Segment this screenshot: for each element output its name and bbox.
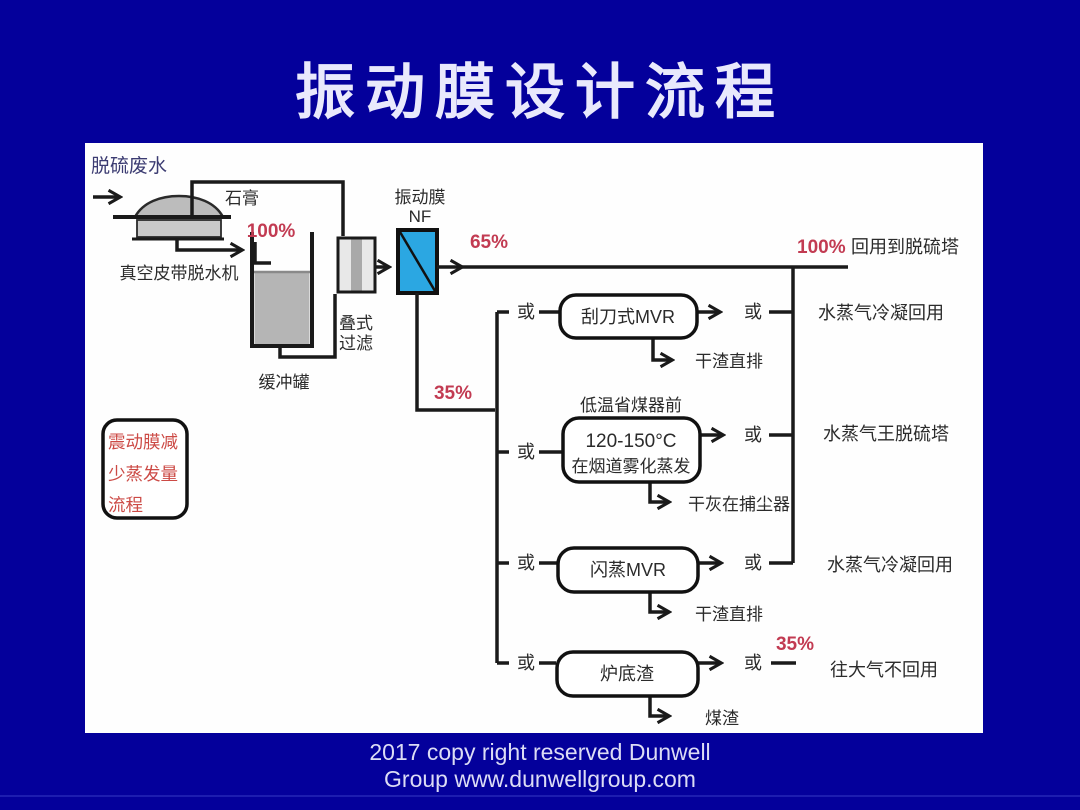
- box1-label: 刮刀式MVR: [581, 307, 675, 327]
- or-left-3: 或: [517, 553, 535, 573]
- box1-solids-arrow: [651, 338, 671, 360]
- bottom-accent-line: [0, 795, 1080, 797]
- box2-pre-label: 低温省煤器前: [580, 396, 682, 415]
- box2-label-2: 在烟道雾化蒸发: [572, 457, 691, 476]
- or-right-4: 或: [744, 653, 762, 673]
- stack-filter-icon: [336, 236, 377, 294]
- process-flow-diagram: 脱硫废水 石膏 100% 真空皮带脱水机 缓冲罐 叠式 过滤 振动膜 NF 65…: [91, 155, 959, 728]
- filter-label-2: 过滤: [339, 334, 373, 353]
- note-line-3: 流程: [108, 495, 143, 515]
- flow-lines: [93, 180, 848, 716]
- tank-inlet-pipe: [253, 242, 271, 265]
- feed-label: 脱硫废水: [91, 155, 167, 177]
- box3-label: 闪蒸MVR: [590, 560, 666, 580]
- box2-solids-label: 干灰在捕尘器: [688, 495, 790, 514]
- pct-35: 35%: [434, 383, 472, 404]
- nf-concentrate-line: [415, 293, 495, 412]
- or-right-1: 或: [744, 302, 762, 322]
- gypsum-line: [190, 180, 345, 236]
- option-boxes: [101, 293, 702, 698]
- copyright-footer: 2017 copy right reserved Dunwell Group w…: [0, 739, 1080, 793]
- pct-65: 65%: [470, 232, 508, 253]
- pct-100-machine: 100%: [247, 221, 296, 242]
- pct-35-atmosphere: 35%: [776, 634, 814, 655]
- branch-ticks: [497, 310, 509, 665]
- or-left-4: 或: [517, 653, 535, 673]
- or-right-3: 或: [744, 553, 762, 573]
- box-flash-mvr: [556, 546, 700, 594]
- or-left-1: 或: [517, 302, 535, 322]
- vapor-label-3: 水蒸气冷凝回用: [827, 555, 953, 575]
- box2-label-1: 120-150°C: [585, 431, 676, 452]
- diagram-canvas: 脱硫废水 石膏 100% 真空皮带脱水机 缓冲罐 叠式 过滤 振动膜 NF 65…: [85, 143, 983, 733]
- or-right-2: 或: [744, 425, 762, 445]
- nf-membrane-icon: [396, 228, 439, 295]
- box4-solids-label: 煤渣: [705, 709, 739, 728]
- box-flue-evaporation: [561, 416, 702, 484]
- vapor-label-2: 水蒸气王脱硫塔: [823, 424, 949, 444]
- pct-100-topright: 100%: [797, 237, 846, 258]
- note-line-2: 少蒸发量: [108, 464, 178, 484]
- nf-label-1: 振动膜: [395, 188, 446, 207]
- box3-solids-arrow: [648, 592, 668, 612]
- box3-solids-label: 干渣直排: [695, 605, 763, 624]
- tank-to-filter-line: [278, 294, 337, 359]
- note-box: [101, 418, 189, 520]
- or-left-2: 或: [517, 442, 535, 462]
- box1-solids-label: 干渣直排: [695, 352, 763, 371]
- copyright-line-1: 2017 copy right reserved Dunwell: [369, 739, 711, 765]
- slide-title: 振动膜设计流程: [295, 60, 785, 126]
- reuse-to-fgd-label: 回用到脱硫塔: [851, 237, 959, 257]
- gypsum-label: 石膏: [225, 188, 259, 208]
- machine-label: 真空皮带脱水机: [120, 264, 239, 283]
- filter-label-1: 叠式: [339, 314, 373, 333]
- buffer-tank-icon: [250, 232, 314, 348]
- copyright-line-2: Group www.dunwellgroup.com: [384, 766, 696, 792]
- box-scraper-mvr: [558, 293, 699, 340]
- machine-to-tank-arrow: [175, 239, 241, 250]
- or-to-box-dashes: [539, 310, 562, 665]
- buffer-tank-label: 缓冲罐: [259, 373, 310, 392]
- nf-label-2: NF: [409, 207, 432, 226]
- vapor-label-1: 水蒸气冷凝回用: [818, 303, 944, 323]
- box2-solids-arrow: [648, 482, 668, 502]
- box4-label: 炉底渣: [600, 664, 654, 684]
- vapor-label-4: 往大气不回用: [830, 660, 938, 680]
- box4-solids-arrow: [648, 696, 668, 716]
- vacuum-belt-dewaterer-icon: [113, 194, 231, 241]
- note-line-1: 震动膜减: [108, 432, 178, 452]
- box-bottom-slag: [555, 650, 700, 698]
